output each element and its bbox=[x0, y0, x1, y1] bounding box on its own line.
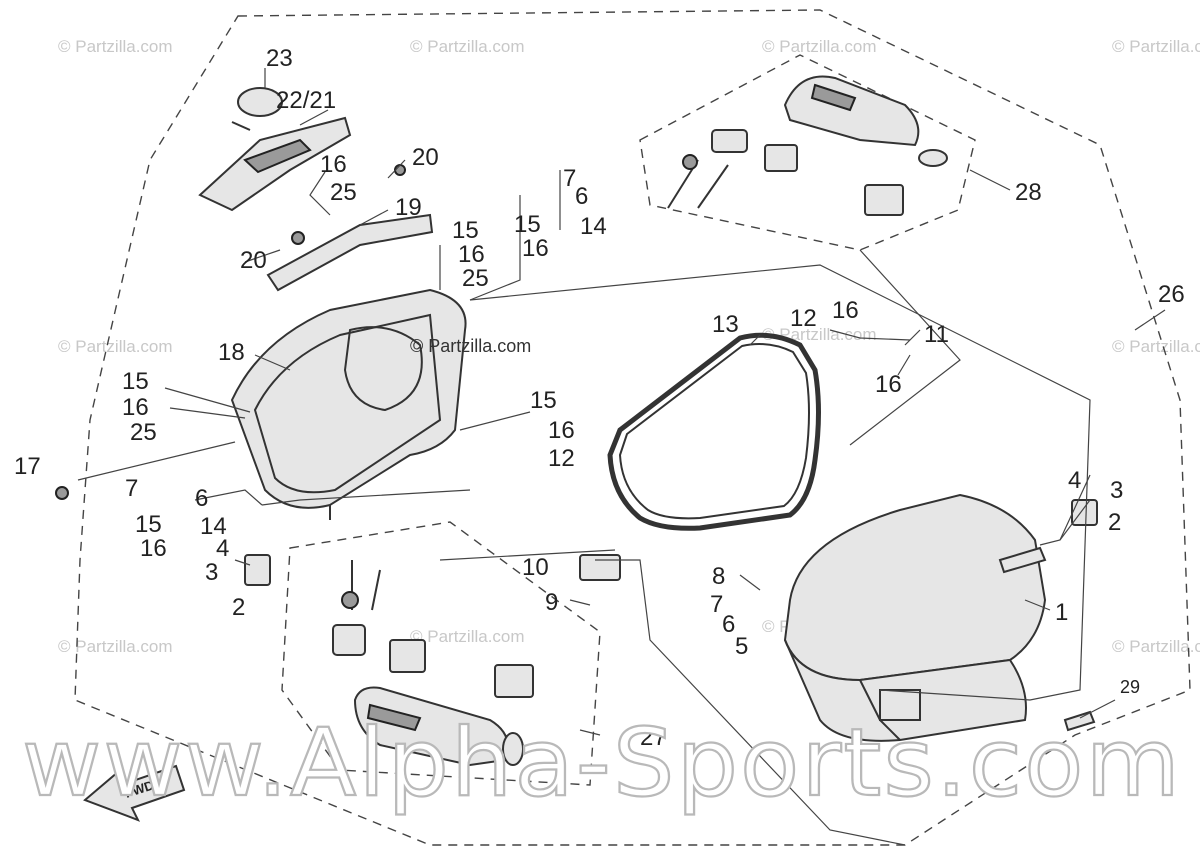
callout-7: 7 bbox=[563, 165, 576, 192]
callout-20: 20 bbox=[412, 144, 439, 171]
callout-16: 16 bbox=[522, 235, 549, 262]
callout-26: 26 bbox=[1158, 281, 1185, 308]
callout-3: 3 bbox=[205, 559, 218, 586]
top-case-part-18 bbox=[230, 288, 467, 520]
callout-8: 8 bbox=[712, 563, 725, 590]
callout-2: 2 bbox=[232, 594, 245, 621]
watermark: © Partzilla.com bbox=[762, 37, 877, 56]
callout-layer: 23 22/21 20 16 25 19 20 15 16 25 7 6 15 … bbox=[14, 45, 1185, 751]
callout-18: 18 bbox=[218, 339, 245, 366]
callout-20: 20 bbox=[240, 247, 267, 274]
callout-27: 27 bbox=[640, 724, 667, 751]
callout-25: 25 bbox=[330, 179, 357, 206]
callout-16: 16 bbox=[122, 394, 149, 421]
callout-16: 16 bbox=[458, 241, 485, 268]
callout-6: 6 bbox=[195, 485, 208, 512]
watermark: © Partzilla.com bbox=[410, 627, 525, 646]
callout-16: 16 bbox=[140, 535, 167, 562]
callout-29: 29 bbox=[1120, 677, 1140, 697]
callout-23: 23 bbox=[266, 45, 293, 72]
callout-22-21: 22/21 bbox=[276, 87, 336, 114]
center-watermark: © Partzilla.com bbox=[410, 336, 531, 356]
bracket-part-23 bbox=[198, 87, 352, 212]
callout-6: 6 bbox=[722, 611, 735, 638]
callout-4: 4 bbox=[1068, 467, 1081, 494]
seal-part-13 bbox=[607, 332, 821, 531]
callout-25: 25 bbox=[130, 419, 157, 446]
callout-6: 6 bbox=[575, 183, 588, 210]
watermark: © Partzilla.com bbox=[1112, 37, 1200, 56]
callout-25: 25 bbox=[462, 265, 489, 292]
callout-17: 17 bbox=[14, 453, 41, 480]
rear-hinge-group-28-parts bbox=[667, 75, 948, 216]
front-hinge-group-27-parts bbox=[332, 560, 534, 767]
banner-watermark: www.Alpha-Sports.com bbox=[21, 708, 1182, 819]
watermark: © Partzilla.com bbox=[58, 337, 173, 356]
callout-12: 12 bbox=[548, 445, 575, 472]
callout-16: 16 bbox=[875, 371, 902, 398]
hardware-parts bbox=[55, 486, 1098, 732]
callout-4: 4 bbox=[216, 535, 229, 562]
callout-7: 7 bbox=[710, 591, 723, 618]
callout-16: 16 bbox=[832, 297, 859, 324]
callout-14: 14 bbox=[580, 213, 607, 240]
callout-15: 15 bbox=[452, 217, 479, 244]
callout-13: 13 bbox=[712, 311, 739, 338]
callout-19: 19 bbox=[395, 194, 422, 221]
parts-layer bbox=[55, 75, 1098, 767]
callout-9: 9 bbox=[545, 589, 558, 616]
callout-15: 15 bbox=[514, 211, 541, 238]
callout-15: 15 bbox=[135, 511, 162, 538]
watermark: © Partzilla.com bbox=[58, 37, 173, 56]
watermark: © Partzilla.com bbox=[1112, 337, 1200, 356]
callout-15: 15 bbox=[530, 387, 557, 414]
outline-front-hinge-group-27 bbox=[281, 521, 601, 786]
callout-11: 11 bbox=[924, 321, 949, 348]
callout-15: 15 bbox=[122, 368, 149, 395]
fwd-arrow: FWD bbox=[83, 764, 186, 822]
callout-10: 10 bbox=[522, 554, 549, 581]
outline-rear-hinge-group-28 bbox=[639, 54, 976, 251]
side-case-part-1 bbox=[783, 493, 1047, 742]
banner-watermark-text: www.Alpha-Sports.com bbox=[22, 709, 1182, 818]
callout-12: 12 bbox=[790, 305, 817, 332]
callout-28: 28 bbox=[1015, 179, 1042, 206]
callout-3: 3 bbox=[1110, 477, 1123, 504]
callout-7: 7 bbox=[125, 475, 138, 502]
watermark-center: © Partzilla.com bbox=[410, 336, 531, 356]
callout-5: 5 bbox=[735, 633, 748, 660]
callout-16: 16 bbox=[320, 151, 347, 178]
watermark: © Partzilla.com bbox=[1112, 637, 1200, 656]
callout-2: 2 bbox=[1108, 509, 1121, 536]
callout-14: 14 bbox=[200, 513, 227, 540]
leader-lines bbox=[77, 68, 1166, 846]
watermark: © Partzilla.com bbox=[410, 37, 525, 56]
fwd-arrow-shape bbox=[83, 764, 186, 822]
callout-1: 1 bbox=[1055, 599, 1068, 626]
callout-16: 16 bbox=[548, 417, 575, 444]
watermark: © Partzilla.com bbox=[762, 325, 877, 344]
watermark: © Partzilla.com bbox=[58, 637, 173, 656]
